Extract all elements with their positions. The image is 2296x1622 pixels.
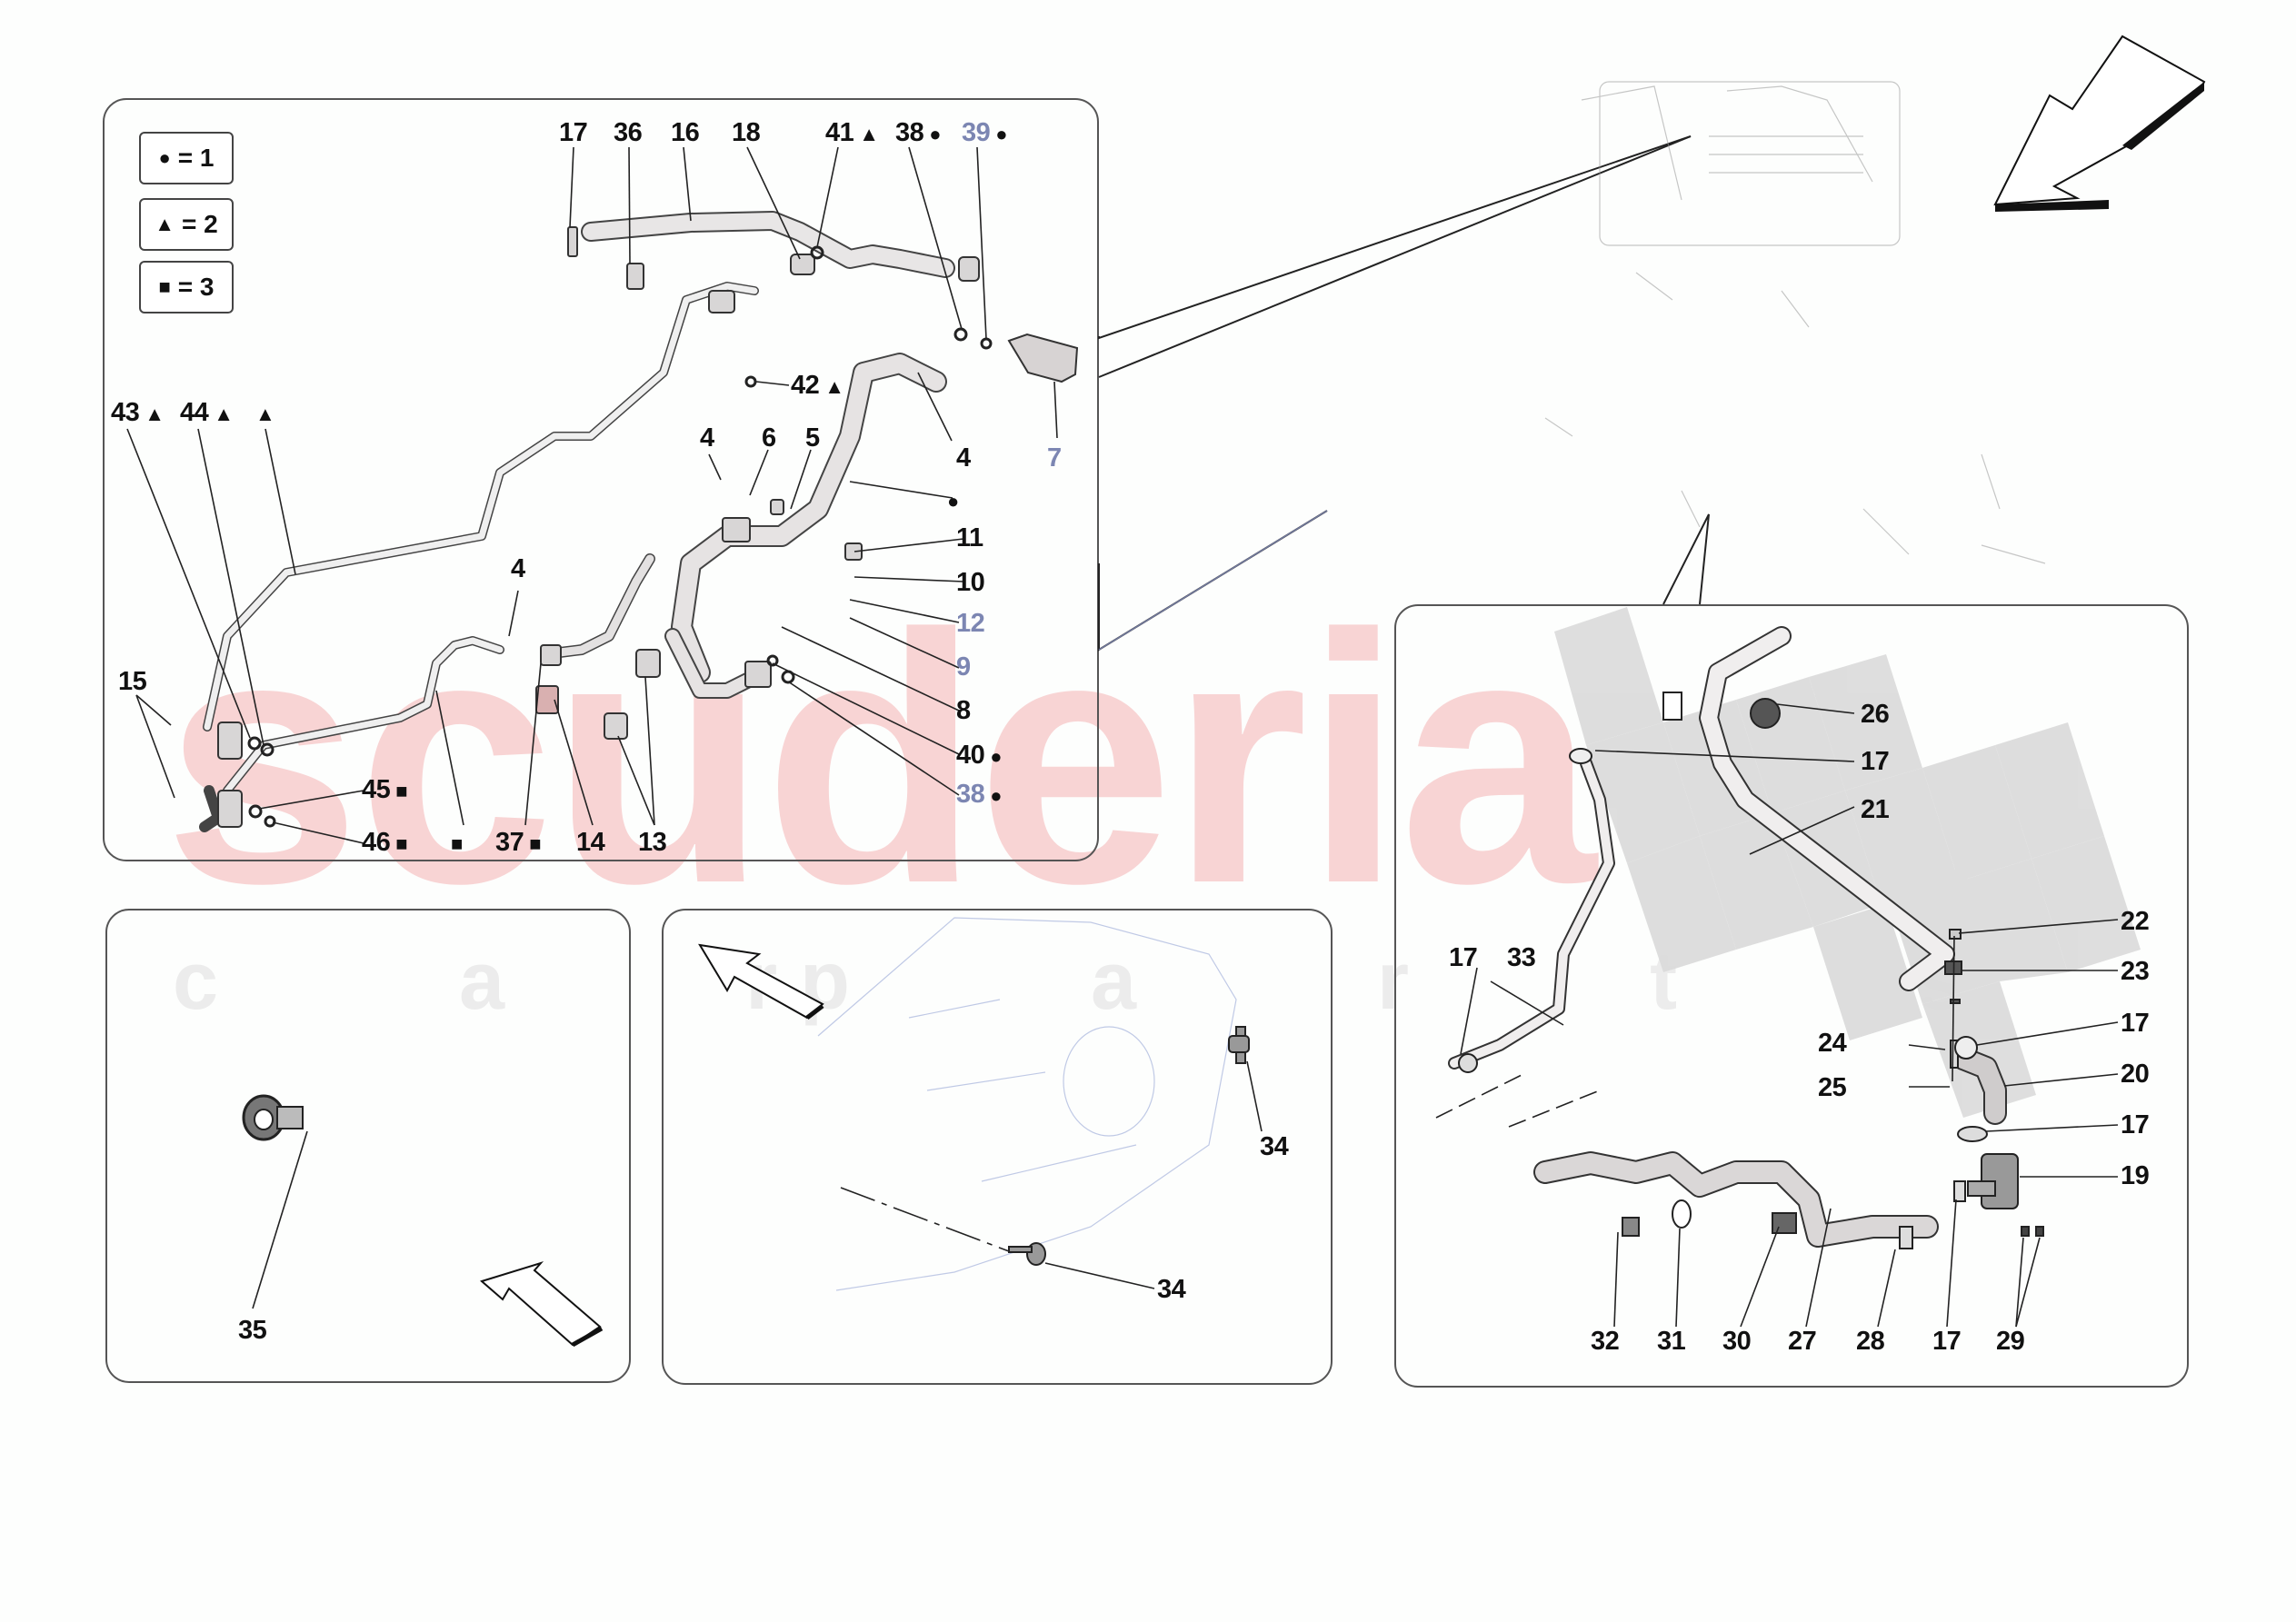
callout-12: 12	[956, 609, 985, 638]
square-icon: ■	[529, 832, 542, 855]
callout-17-right-1: 17	[2121, 1009, 2150, 1038]
callout-39: 39●	[962, 118, 1008, 147]
square-icon: ■	[395, 780, 408, 802]
callout-18: 18	[732, 118, 761, 147]
callout-10: 10	[956, 568, 985, 597]
callout-16: 16	[671, 118, 700, 147]
callout-6: 6	[762, 423, 776, 453]
callout-21: 21	[1861, 795, 1890, 824]
coolant-pipes-panel	[1394, 604, 2189, 1388]
callout-7: 7	[1047, 443, 1062, 473]
direction-arrow-top-right	[1993, 35, 2206, 212]
callout-35: 35	[238, 1316, 267, 1345]
callout-42: 42▲	[791, 371, 844, 400]
callout-17-bottom: 17	[1932, 1327, 1962, 1356]
square-icon: ■	[395, 832, 408, 855]
triangle-icon: ▲	[145, 403, 165, 425]
callout-9: 9	[956, 652, 971, 682]
circle-icon: ●	[990, 745, 1003, 768]
callout-46: 46■	[362, 828, 408, 857]
callout-44: 44▲	[180, 398, 234, 427]
callout-44-extra: ▲	[250, 400, 275, 426]
callout-32: 32	[1591, 1327, 1620, 1356]
triangle-icon: ▲	[824, 375, 844, 398]
callout-17: 17	[559, 118, 588, 147]
triangle-icon: ▲	[859, 123, 879, 145]
legend-triangle-qty: ▲= 2	[139, 198, 234, 251]
callout-11: 11	[956, 523, 983, 552]
callout-5: 5	[805, 423, 820, 453]
callout-19: 19	[2121, 1161, 2150, 1190]
triangle-icon: ▲	[214, 403, 234, 425]
callout-13: 13	[638, 828, 667, 857]
callout-square-pipe: ■	[451, 830, 463, 856]
square-icon: ■	[158, 275, 171, 298]
circle-icon: ●	[158, 146, 171, 169]
callout-4-c: 4	[511, 554, 525, 583]
callout-45: 45■	[362, 775, 408, 804]
callout-4-a: 4	[700, 423, 714, 453]
callout-4-b: 4	[956, 443, 971, 473]
callout-17-clamp-top: 17	[1861, 747, 1890, 776]
triangle-icon: ▲	[255, 403, 275, 425]
callout-15: 15	[118, 667, 147, 696]
callout-25: 25	[1818, 1073, 1847, 1102]
callout-hose-circle: ●	[947, 487, 959, 513]
circle-icon: ●	[990, 784, 1003, 807]
callout-41: 41▲	[825, 118, 879, 147]
detail-panel-34	[662, 909, 1333, 1385]
callout-31: 31	[1657, 1327, 1686, 1356]
callout-24: 24	[1818, 1029, 1847, 1058]
callout-38-top: 38●	[895, 118, 942, 147]
callout-23: 23	[2121, 957, 2150, 986]
legend-square-qty: ■= 3	[139, 261, 234, 313]
circle-icon: ●	[929, 123, 942, 145]
callout-40: 40●	[956, 741, 1003, 770]
callout-43: 43▲	[111, 398, 165, 427]
callout-36: 36	[614, 118, 643, 147]
callout-22: 22	[2121, 907, 2150, 936]
callout-34-upper: 34	[1260, 1132, 1289, 1161]
callout-28: 28	[1856, 1327, 1885, 1356]
callout-26: 26	[1861, 700, 1890, 729]
square-icon: ■	[451, 832, 463, 855]
callout-33: 33	[1507, 943, 1536, 972]
callout-27: 27	[1788, 1327, 1817, 1356]
callout-17-right-2: 17	[2121, 1110, 2150, 1139]
callout-34-lower: 34	[1157, 1275, 1186, 1304]
callout-30: 30	[1722, 1327, 1752, 1356]
legend-circle-qty: ●= 1	[139, 132, 234, 184]
callout-14: 14	[576, 828, 605, 857]
main-exploded-view-panel	[103, 98, 1099, 861]
detail-panel-35	[105, 909, 631, 1383]
callout-38-bottom: 38●	[956, 780, 1003, 809]
watermark-car: c a r	[173, 936, 887, 1027]
engine-overview-sketch	[1544, 81, 2046, 564]
callout-8: 8	[956, 696, 971, 725]
triangle-icon: ▲	[155, 213, 175, 235]
callout-29: 29	[1996, 1327, 2025, 1356]
circle-icon: ●	[995, 123, 1008, 145]
circle-icon: ●	[947, 490, 959, 512]
callout-17-left: 17	[1449, 943, 1478, 972]
callout-37: 37■	[495, 828, 542, 857]
callout-20: 20	[2121, 1060, 2150, 1089]
